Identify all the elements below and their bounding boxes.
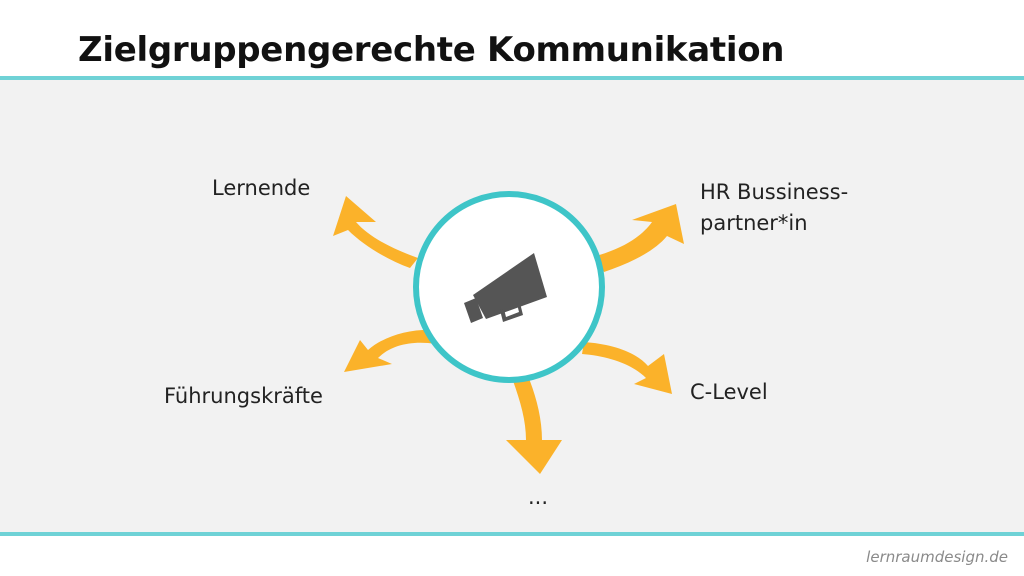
label-c-level: C-Level xyxy=(690,380,768,404)
label-hr-line2: partner*in xyxy=(700,211,808,235)
arrow-hr xyxy=(596,204,684,272)
footer-credit: lernraumdesign.de xyxy=(866,548,1008,566)
label-fuehrungskraefte: Führungskräfte xyxy=(164,384,323,408)
label-lernende: Lernende xyxy=(212,176,311,200)
megaphone-icon xyxy=(464,253,547,323)
label-more: ... xyxy=(528,485,549,509)
label-hr-line1: HR Bussiness- xyxy=(700,180,849,204)
page-title: Zielgruppengerechte Kommunikation xyxy=(78,30,785,70)
arrow-lernende xyxy=(333,196,418,268)
arrow-fuehrung xyxy=(344,329,438,372)
arrow-more xyxy=(506,376,562,474)
arrow-clevel xyxy=(582,342,672,394)
